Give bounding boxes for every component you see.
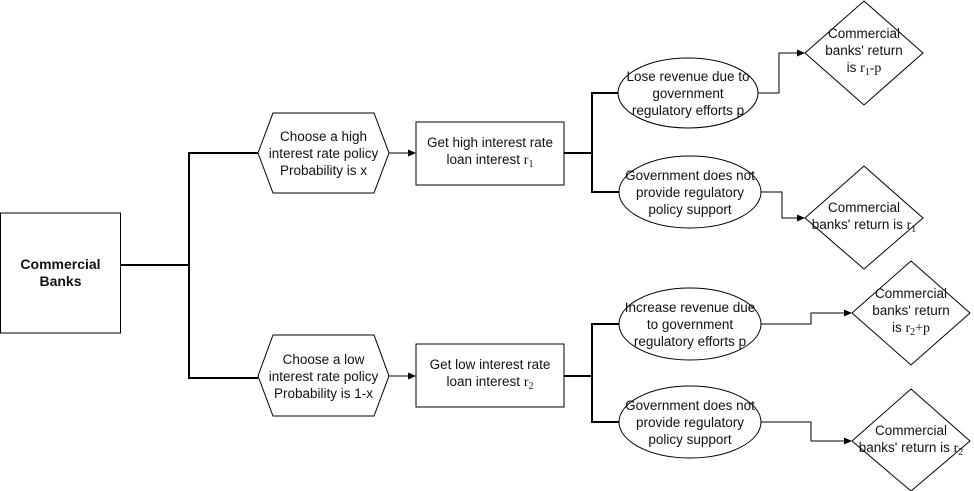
no-support-low-line2: provide regulatory xyxy=(635,414,745,430)
return-r2-text: banks' return is xyxy=(858,439,954,455)
high-loan-box xyxy=(415,121,565,186)
return-r1-line2: banks' return is r1 xyxy=(812,216,917,238)
bank-label-line1: Commercial xyxy=(20,256,101,272)
return-r1-minus-p-diamond xyxy=(804,0,924,106)
return-r1-minus-p-is: is xyxy=(846,60,861,75)
lose-revenue-line2: government xyxy=(652,85,724,101)
return-r1-minus-p-suffix: -p xyxy=(869,61,882,76)
return-r2-plus-p-suffix: +p xyxy=(915,321,931,336)
return-r1-text: banks' return is xyxy=(811,216,907,232)
return-r2-plus-p-var: r xyxy=(905,321,911,336)
return-r2-label: Commercial banks' return is r2 xyxy=(848,417,974,465)
return-r1-minus-p-line1: Commercial xyxy=(827,26,900,41)
high-policy-line2: interest rate policy xyxy=(268,145,379,161)
return-r2-plus-p-label: Commercial banks' return is r2+p xyxy=(858,280,964,346)
increase-revenue-to-return-arrow xyxy=(761,309,852,325)
low-policy-line2: interest rate policy xyxy=(268,368,379,384)
return-r1-minus-p-line3: is r1-p xyxy=(825,59,903,81)
return-r2-plus-p-is: is xyxy=(891,320,906,335)
bank-label-line2: Banks xyxy=(39,273,82,289)
high-loan-rate-var: r xyxy=(523,153,529,168)
high-policy-line1: Choose a high xyxy=(279,128,368,144)
low-policy-label: Choose a low interest rate policy Probab… xyxy=(256,336,391,416)
high-loan-to-lose-revenue-connector xyxy=(564,92,618,154)
no-support-high-line2: provide regulatory xyxy=(635,184,745,200)
high-loan-line2-text: loan interest xyxy=(446,152,524,167)
increase-revenue-label: Increase revenue due to government regul… xyxy=(614,288,766,360)
high-loan-label: Get high interest rate loan interest r1 xyxy=(416,122,564,185)
no-support-high-label: Government does not provide regulatory p… xyxy=(614,156,766,228)
low-loan-line2-text: loan interest xyxy=(446,374,524,389)
increase-revenue-line3: regulatory efforts p xyxy=(633,333,747,349)
return-r2-var: r xyxy=(953,440,959,456)
no-support-low-to-return-arrow xyxy=(761,421,852,445)
no-support-low-label: Government does not provide regulatory p… xyxy=(614,386,766,458)
low-loan-to-increase-revenue-connector xyxy=(564,323,619,377)
no-support-high-to-return-arrow xyxy=(761,191,805,222)
return-r2-plus-p-sub: 2 xyxy=(910,327,916,338)
return-r1-minus-p-var: r xyxy=(860,61,865,76)
increase-revenue-line1: Increase revenue due xyxy=(624,299,756,315)
low-loan-line1: Get low interest rate xyxy=(429,357,551,372)
return-r1-minus-p-label: Commercial banks' return is r1-p xyxy=(812,20,916,86)
high-loan-line2: loan interest r1 xyxy=(427,151,553,173)
lose-revenue-to-return-arrow xyxy=(758,49,805,94)
lose-revenue-line1: Lose revenue due to xyxy=(626,68,750,84)
bank-to-low-policy-connector xyxy=(188,265,258,379)
return-r1-line1: Commercial xyxy=(827,199,900,215)
return-r2-plus-p-line3: is r2+p xyxy=(872,319,950,341)
return-r2-plus-p-line2: banks' return xyxy=(872,303,950,318)
no-support-low-line1: Government does not xyxy=(625,397,755,413)
return-r1-diamond xyxy=(804,165,924,270)
return-r1-minus-p-line2: banks' return xyxy=(825,43,903,58)
return-r2-line2: banks' return is r2 xyxy=(859,439,964,461)
bank-to-high-policy-connector xyxy=(121,152,258,266)
low-policy-line3: Probability is 1-x xyxy=(273,385,374,401)
low-loan-rate-sub: 2 xyxy=(528,381,534,392)
high-policy-label: Choose a high interest rate policy Proba… xyxy=(256,113,391,193)
low-loan-rate-var: r xyxy=(523,375,529,390)
bank-label: Commercial Banks xyxy=(0,213,121,333)
no-support-high-line3: policy support xyxy=(648,201,732,217)
high-loan-line1: Get high interest rate xyxy=(426,135,554,150)
bank-box xyxy=(0,212,121,334)
high-policy-line3: Probability is x xyxy=(279,162,368,178)
return-r2-sub: 2 xyxy=(958,446,964,458)
low-loan-to-no-support-connector xyxy=(591,376,619,423)
return-r1-sub: 1 xyxy=(911,223,917,235)
return-r2-diamond xyxy=(851,388,971,491)
return-r2-line1: Commercial xyxy=(874,422,947,438)
no-support-high-line1: Government does not xyxy=(625,167,755,183)
return-r1-var: r xyxy=(906,217,912,233)
low-policy-line1: Choose a low xyxy=(282,351,365,367)
high-loan-to-no-support-connector xyxy=(591,153,619,193)
lose-revenue-line3: regulatory efforts p xyxy=(631,102,745,118)
low-loan-line2: loan interest r2 xyxy=(430,373,551,395)
return-r1-label: Commercial banks' return is r1 xyxy=(800,194,928,242)
return-r1-minus-p-sub: 1 xyxy=(864,67,870,78)
lose-revenue-label: Lose revenue due to government regulator… xyxy=(614,58,762,128)
low-loan-label: Get low interest rate loan interest r2 xyxy=(416,344,564,407)
high-loan-rate-sub: 1 xyxy=(528,159,534,170)
no-support-low-line3: policy support xyxy=(648,431,732,447)
return-r2-plus-p-line1: Commercial xyxy=(874,286,947,301)
increase-revenue-line2: to government xyxy=(646,316,734,332)
return-r2-plus-p-diamond xyxy=(851,260,971,366)
